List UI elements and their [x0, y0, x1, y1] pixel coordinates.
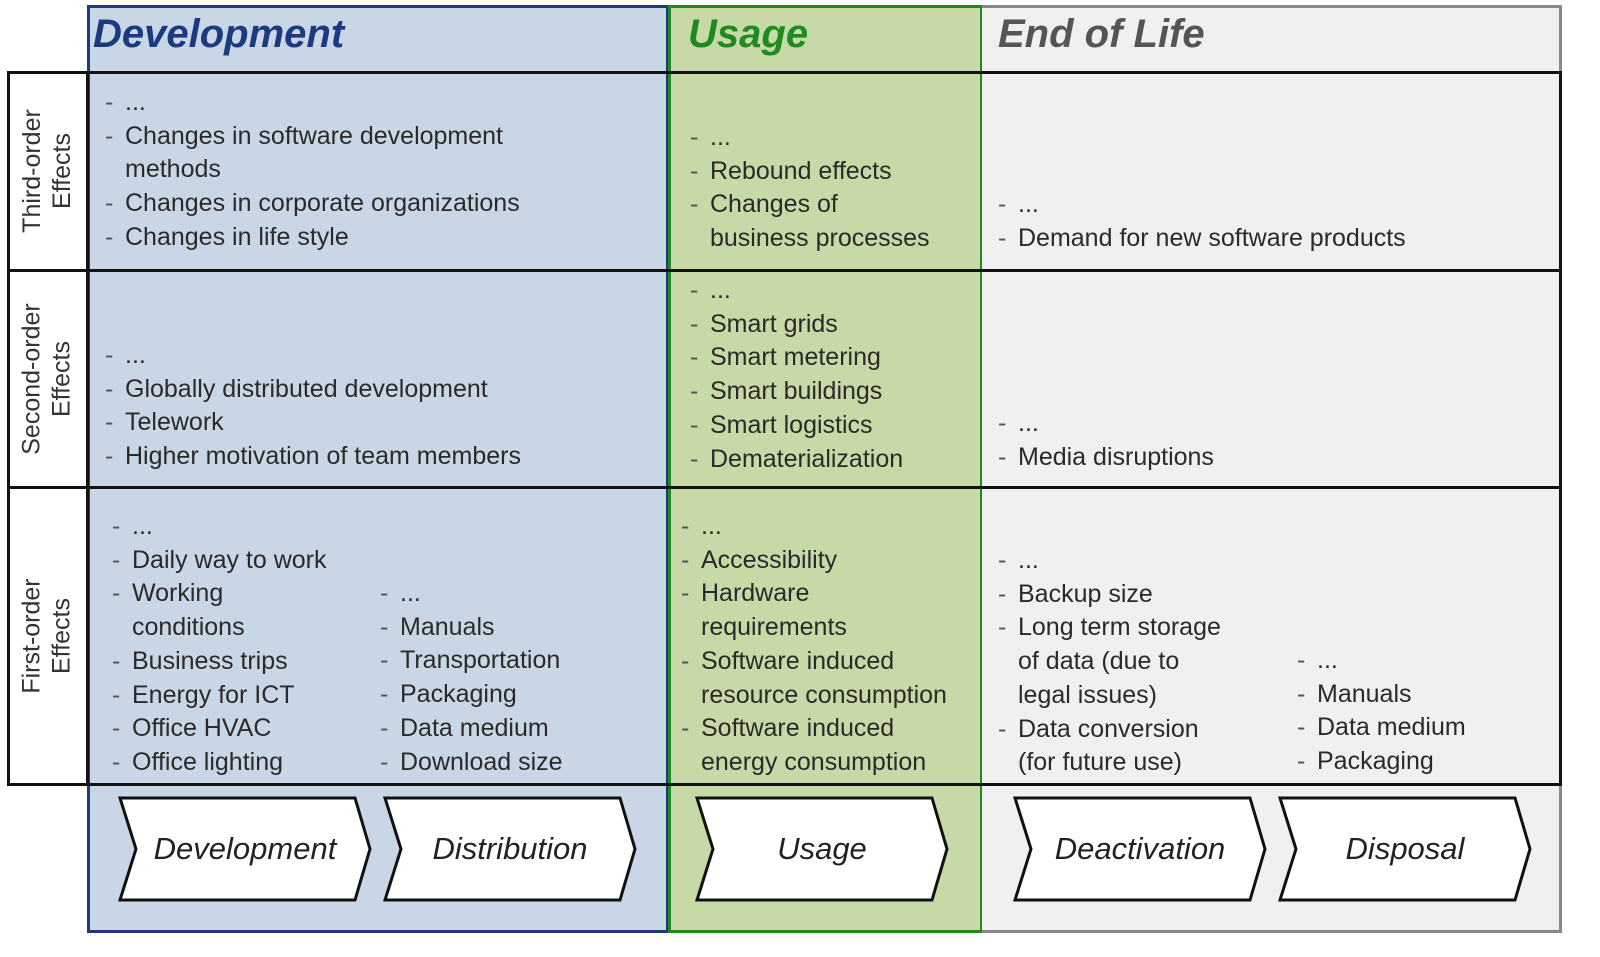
process-step-usage: Usage — [694, 796, 949, 902]
effect-item: Long term storage of data (due to legal … — [998, 611, 1221, 712]
process-step-development: Development — [117, 796, 372, 902]
effect-item: Dematerialization — [690, 443, 903, 477]
effect-item: ... — [998, 407, 1214, 441]
effect-item: Packaging — [380, 678, 563, 712]
effect-item: Software induced energy consumption — [681, 712, 947, 779]
third-development-list: ...Changes in software development metho… — [105, 86, 520, 255]
effect-item: Accessibility — [681, 544, 947, 578]
process-step-disposal: Disposal — [1277, 796, 1532, 902]
effect-item: Demand for new software products — [998, 222, 1406, 256]
effect-item: Energy for ICT — [112, 679, 327, 713]
effect-item: Changes in life style — [105, 221, 520, 255]
effect-item: ... — [380, 577, 563, 611]
first-distribution-list: ...ManualsTransportationPackagingData me… — [380, 577, 563, 779]
effect-item: Changes in corporate organizations — [105, 187, 520, 221]
effect-item: ... — [1297, 644, 1466, 678]
effect-item: ... — [998, 544, 1221, 578]
process-label: Distribution — [432, 831, 587, 866]
process-step-distribution: Distribution — [382, 796, 637, 902]
effect-item: Business trips — [112, 645, 327, 679]
effect-item: Transportation — [380, 644, 563, 678]
effect-item: ... — [998, 188, 1406, 222]
effect-item: ... — [105, 339, 521, 373]
effect-item: Manuals — [1297, 678, 1466, 712]
effect-item: ... — [105, 86, 520, 120]
effect-item: Packaging — [1297, 745, 1466, 779]
effect-item: ... — [690, 274, 903, 308]
effect-item: Backup size — [998, 578, 1221, 612]
effect-item: Office HVAC — [112, 712, 327, 746]
effect-item: Media disruptions — [998, 441, 1214, 475]
second-eol-list: ...Media disruptions — [998, 407, 1214, 474]
effect-item: Globally distributed development — [105, 373, 521, 407]
process-label: Development — [154, 831, 338, 866]
effect-item: ... — [690, 121, 930, 155]
effect-item: Smart grids — [690, 308, 903, 342]
effect-item: Higher motivation of team members — [105, 440, 521, 474]
second-development-list: ...Globally distributed developmentTelew… — [105, 339, 521, 474]
effect-item: Data medium — [380, 712, 563, 746]
development-heading: Development — [93, 12, 345, 56]
first-order-row — [7, 486, 1562, 786]
first-deactivation-list: ...Backup sizeLong term storage of data … — [998, 544, 1221, 780]
effect-item: Software induced resource consumption — [681, 645, 947, 712]
effect-item: Changes of business processes — [690, 188, 930, 255]
process-step-deactivation: Deactivation — [1012, 796, 1267, 902]
usage-heading: Usage — [688, 12, 809, 56]
third-usage-list: ...Rebound effectsChanges of business pr… — [690, 121, 930, 256]
effect-item: Data conversion (for future use) — [998, 713, 1221, 780]
effect-item: Hardware requirements — [681, 577, 947, 644]
second-usage-list: ...Smart gridsSmart meteringSmart buildi… — [690, 274, 903, 476]
effect-item: Office lighting — [112, 746, 327, 780]
effect-item: Manuals — [380, 611, 563, 645]
effect-item: Smart logistics — [690, 409, 903, 443]
effect-item: Rebound effects — [690, 155, 930, 189]
row-label-divider — [86, 71, 89, 786]
first-development-list: ...Daily way to workWorking conditionsBu… — [112, 510, 327, 780]
first-disposal-list: ...ManualsData mediumPackaging — [1297, 644, 1466, 779]
effect-item: Working conditions — [112, 577, 327, 644]
effect-item: Smart metering — [690, 341, 903, 375]
effect-item: ... — [681, 510, 947, 544]
third-eol-list: ...Demand for new software products — [998, 188, 1406, 255]
process-label: Disposal — [1346, 831, 1466, 866]
process-label: Usage — [777, 831, 867, 866]
effect-item: Smart buildings — [690, 375, 903, 409]
end-of-life-heading: End of Life — [998, 12, 1205, 56]
effect-item: Daily way to work — [112, 544, 327, 578]
effect-item: Data medium — [1297, 711, 1466, 745]
effect-item: Changes in software development methods — [105, 120, 520, 187]
process-label: Deactivation — [1055, 831, 1226, 866]
effect-item: ... — [112, 510, 327, 544]
effect-item: Telework — [105, 406, 521, 440]
first-usage-list: ...AccessibilityHardware requirementsSof… — [681, 510, 947, 780]
effect-item: Download size — [380, 746, 563, 780]
